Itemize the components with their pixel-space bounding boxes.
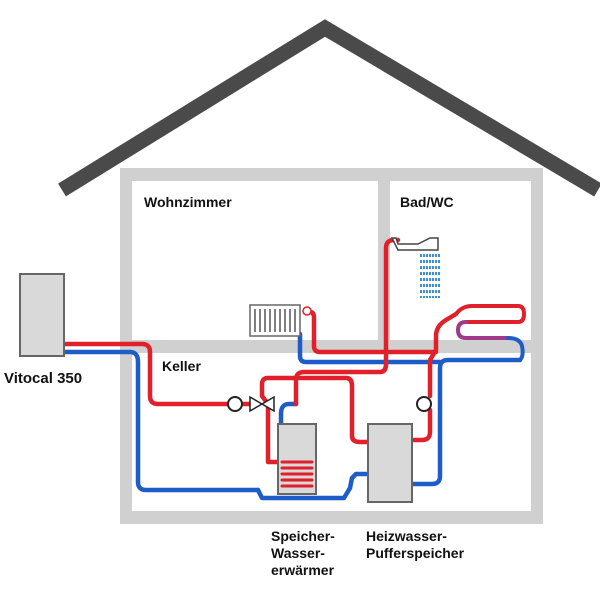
shower-icon — [390, 237, 440, 298]
flow-pipe-loop — [259, 375, 371, 445]
valve-left — [249, 395, 264, 413]
dhw-tank-coil — [280, 460, 314, 488]
pump-buffer — [416, 396, 432, 412]
return-pipe-coil — [278, 401, 299, 487]
return-pipe-radiator — [297, 331, 443, 365]
label-bathroom: Bad/WC — [400, 194, 454, 210]
label-basement: Keller — [162, 358, 201, 374]
label-dhw-tank: Speicher- Wasser- erwärmer — [271, 528, 335, 579]
heat-pump-unit — [19, 273, 65, 357]
dhw-tank — [277, 423, 317, 495]
label-dhw-tank-line3: erwärmer — [271, 562, 335, 578]
floor-heating-mid — [455, 320, 510, 340]
radiator-fins — [254, 309, 296, 332]
label-buffer-tank: Heizwasser- Pufferspeicher — [366, 528, 464, 562]
roof — [58, 19, 600, 197]
label-dhw-tank-line2: Wasser- — [271, 545, 325, 561]
radiator-valve — [302, 306, 312, 316]
label-buffer-tank-line1: Heizwasser- — [366, 528, 447, 544]
flow-pipe-pump-up — [427, 311, 459, 399]
valve-right — [260, 395, 275, 413]
label-living-room: Wohnzimmer — [144, 194, 232, 210]
flow-pipe-rad-supply — [307, 309, 439, 355]
flow-pipe-to-buffer — [407, 407, 433, 443]
floor-heating-blue — [506, 336, 525, 362]
return-pipe-main — [59, 349, 261, 493]
label-buffer-tank-line2: Pufferspeicher — [366, 545, 465, 561]
buffer-tank — [367, 423, 413, 503]
flow-pipe-main — [59, 341, 231, 407]
label-heat-pump: Vitocal 350 — [4, 370, 83, 387]
floor-heating-red — [454, 304, 527, 324]
return-pipes — [59, 331, 523, 501]
shower-head — [390, 237, 439, 251]
return-pipe-buffer — [407, 357, 523, 487]
shower-water — [420, 254, 440, 298]
floor-heating-icon — [454, 304, 527, 362]
dhw-tank-body — [277, 423, 317, 495]
return-pipe-tank — [255, 471, 371, 501]
pump-icon — [227, 396, 432, 412]
mixing-valve-icon — [249, 395, 275, 413]
foundation — [120, 511, 543, 524]
pump-heating — [227, 396, 243, 412]
radiator-icon — [249, 304, 312, 337]
label-dhw-tank-line1: Speicher- — [271, 528, 335, 544]
house-walls — [120, 168, 543, 524]
ceiling — [120, 168, 543, 181]
flow-pipe-tank — [265, 401, 283, 465]
flow-pipe-radiator — [293, 237, 401, 407]
